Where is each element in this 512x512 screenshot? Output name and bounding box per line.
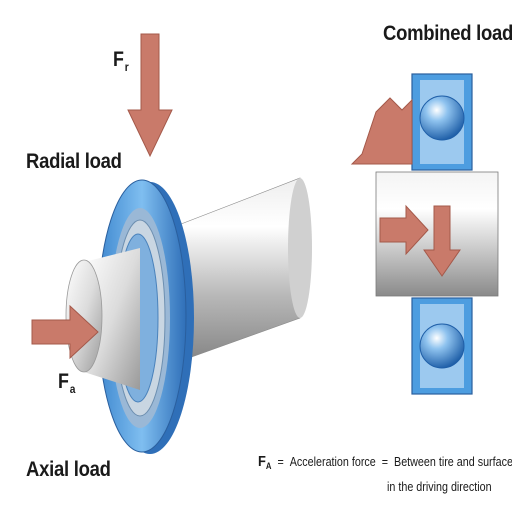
- combined-load-arrow: [350, 97, 413, 165]
- legend-equals-1: =: [277, 455, 284, 469]
- top-ball: [419, 95, 465, 141]
- cross-section: [350, 73, 499, 395]
- top-bearing: [411, 73, 473, 171]
- radial-force-symbol: Fr: [113, 48, 129, 74]
- legend-description-line1: Between tire and surface: [394, 455, 512, 469]
- radial-force-subscript: r: [124, 60, 129, 74]
- legend-description-line2: in the driving direction: [387, 480, 492, 494]
- axial-load-title: Axial load: [26, 458, 111, 481]
- shaft-far-end: [288, 178, 312, 318]
- radial-force-arrow: [127, 33, 173, 158]
- legend: FA = Acceleration force = Between tire a…: [258, 451, 512, 498]
- legend-equals-2: =: [381, 455, 389, 469]
- combined-load-title: Combined load: [383, 22, 512, 45]
- cross-axial-arrow: [379, 204, 429, 256]
- radial-load-title: Radial load: [26, 150, 122, 173]
- legend-definition: Acceleration force: [289, 455, 376, 469]
- axial-force-arrow: [31, 304, 99, 360]
- axial-force-subscript: a: [69, 382, 76, 396]
- legend-symbol: FA: [258, 453, 272, 471]
- cross-radial-arrow: [423, 205, 461, 277]
- bottom-bearing: [411, 297, 473, 395]
- axial-force-symbol: Fa: [58, 370, 76, 396]
- bottom-ball: [419, 323, 465, 369]
